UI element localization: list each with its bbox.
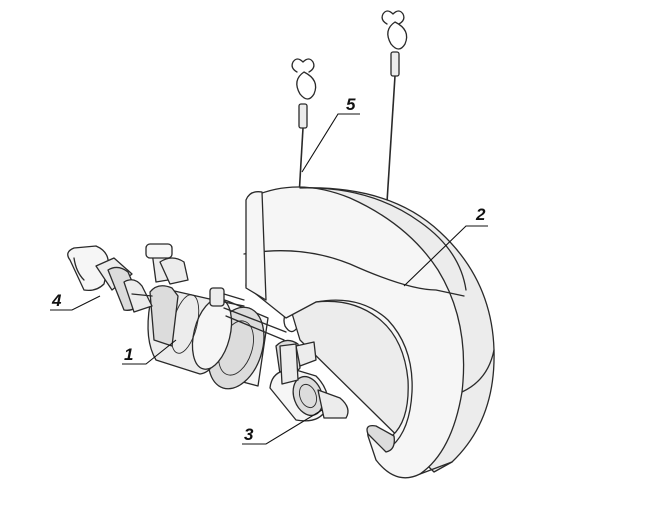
c-frame	[243, 186, 495, 479]
callout-label-3: 3	[244, 425, 254, 444]
cylinder-unit	[145, 243, 317, 390]
hose-end	[67, 245, 153, 313]
callout-leaders	[50, 113, 488, 445]
callout-label-4: 4	[51, 291, 62, 310]
punch-head	[269, 343, 349, 422]
callout-label-2: 2	[475, 205, 486, 224]
callout-label-1: 1	[124, 345, 133, 364]
suspension-rear	[381, 10, 408, 219]
callout-label-5: 5	[346, 95, 356, 114]
